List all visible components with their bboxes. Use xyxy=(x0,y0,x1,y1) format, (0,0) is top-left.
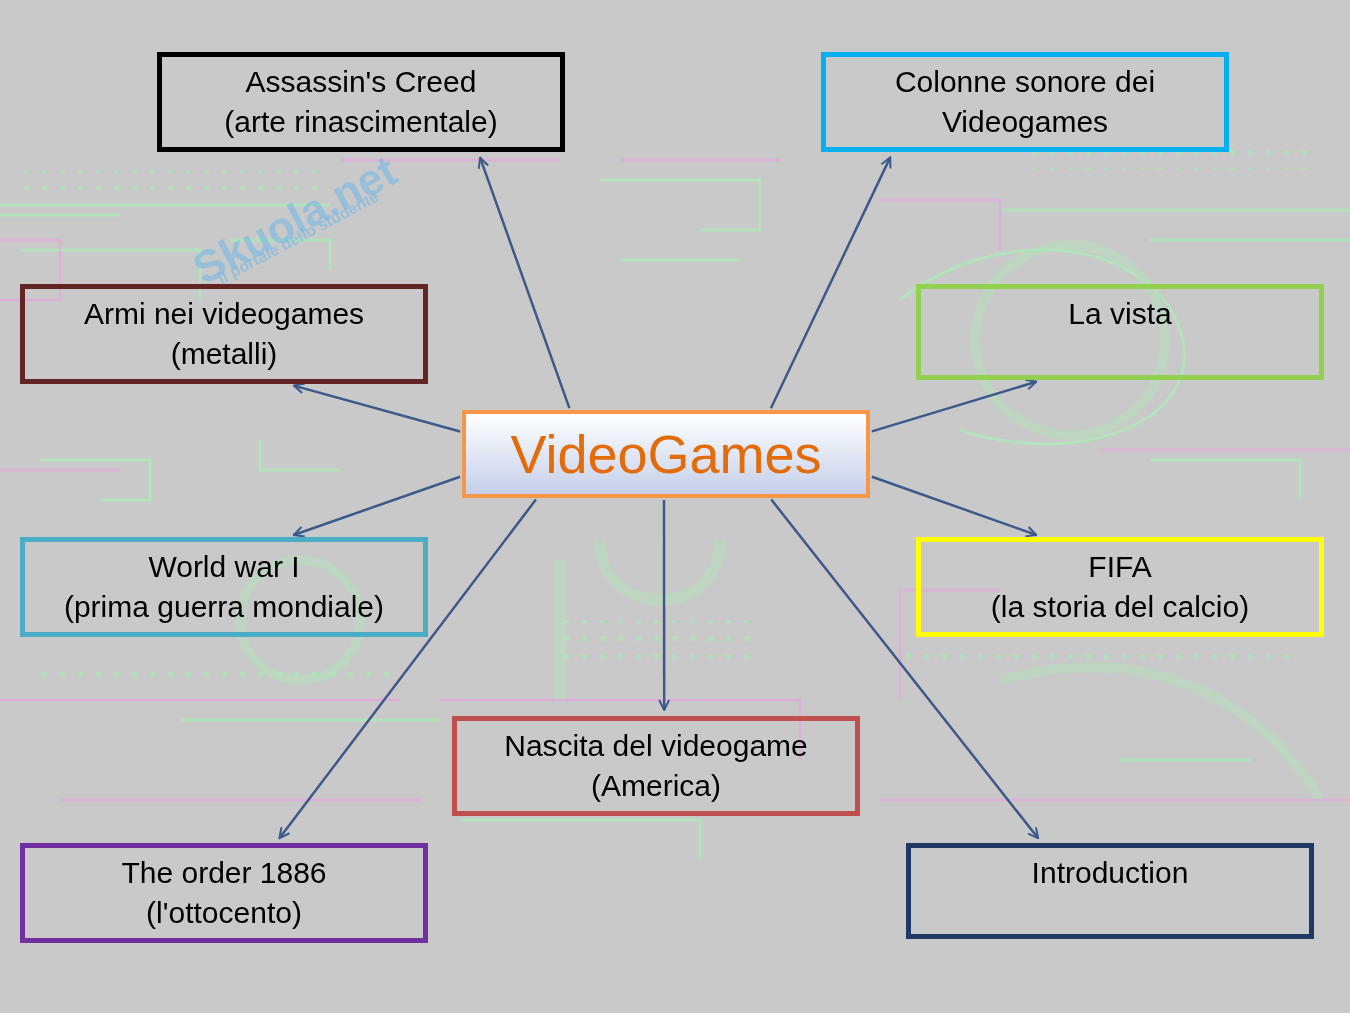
topic-box: Armi nei videogames (metalli) xyxy=(20,284,428,384)
topic-box: Colonne sonore dei Videogames xyxy=(821,52,1229,152)
topic-box: Introduction xyxy=(906,843,1314,939)
connector-arrow xyxy=(663,500,666,710)
connector-arrow xyxy=(294,477,460,535)
connector-arrow xyxy=(872,477,1037,535)
topic-text: La vista xyxy=(935,294,1305,334)
topic-text: Nascita del videogame (America) xyxy=(471,726,841,806)
topic-text: Introduction xyxy=(925,853,1295,893)
topic-text: Assassin's Creed (arte rinascimentale) xyxy=(176,62,546,142)
topic-text: Colonne sonore dei Videogames xyxy=(840,62,1210,142)
topic-text: Armi nei videogames (metalli) xyxy=(39,294,409,374)
connector-arrow xyxy=(771,157,890,408)
topic-box: Nascita del videogame (America) xyxy=(452,716,860,816)
topic-text: The order 1886 (l'ottocento) xyxy=(39,853,409,933)
connector-arrow xyxy=(771,500,1038,839)
topic-text: FIFA (la storia del calcio) xyxy=(935,547,1305,627)
central-topic-box: VideoGames xyxy=(462,410,870,498)
connector-arrow xyxy=(480,158,569,408)
connector-arrow xyxy=(872,382,1036,432)
central-topic-text: VideoGames xyxy=(476,422,856,486)
topic-text: World war I (prima guerra mondiale) xyxy=(39,547,409,627)
topic-box: La vista xyxy=(916,284,1324,380)
connector-arrow xyxy=(279,500,536,839)
connector-arrow xyxy=(294,386,460,432)
topic-box: Assassin's Creed (arte rinascimentale) xyxy=(157,52,565,152)
topic-box: World war I (prima guerra mondiale) xyxy=(20,537,428,637)
topic-box: The order 1886 (l'ottocento) xyxy=(20,843,428,943)
topic-box: FIFA (la storia del calcio) xyxy=(916,537,1324,637)
